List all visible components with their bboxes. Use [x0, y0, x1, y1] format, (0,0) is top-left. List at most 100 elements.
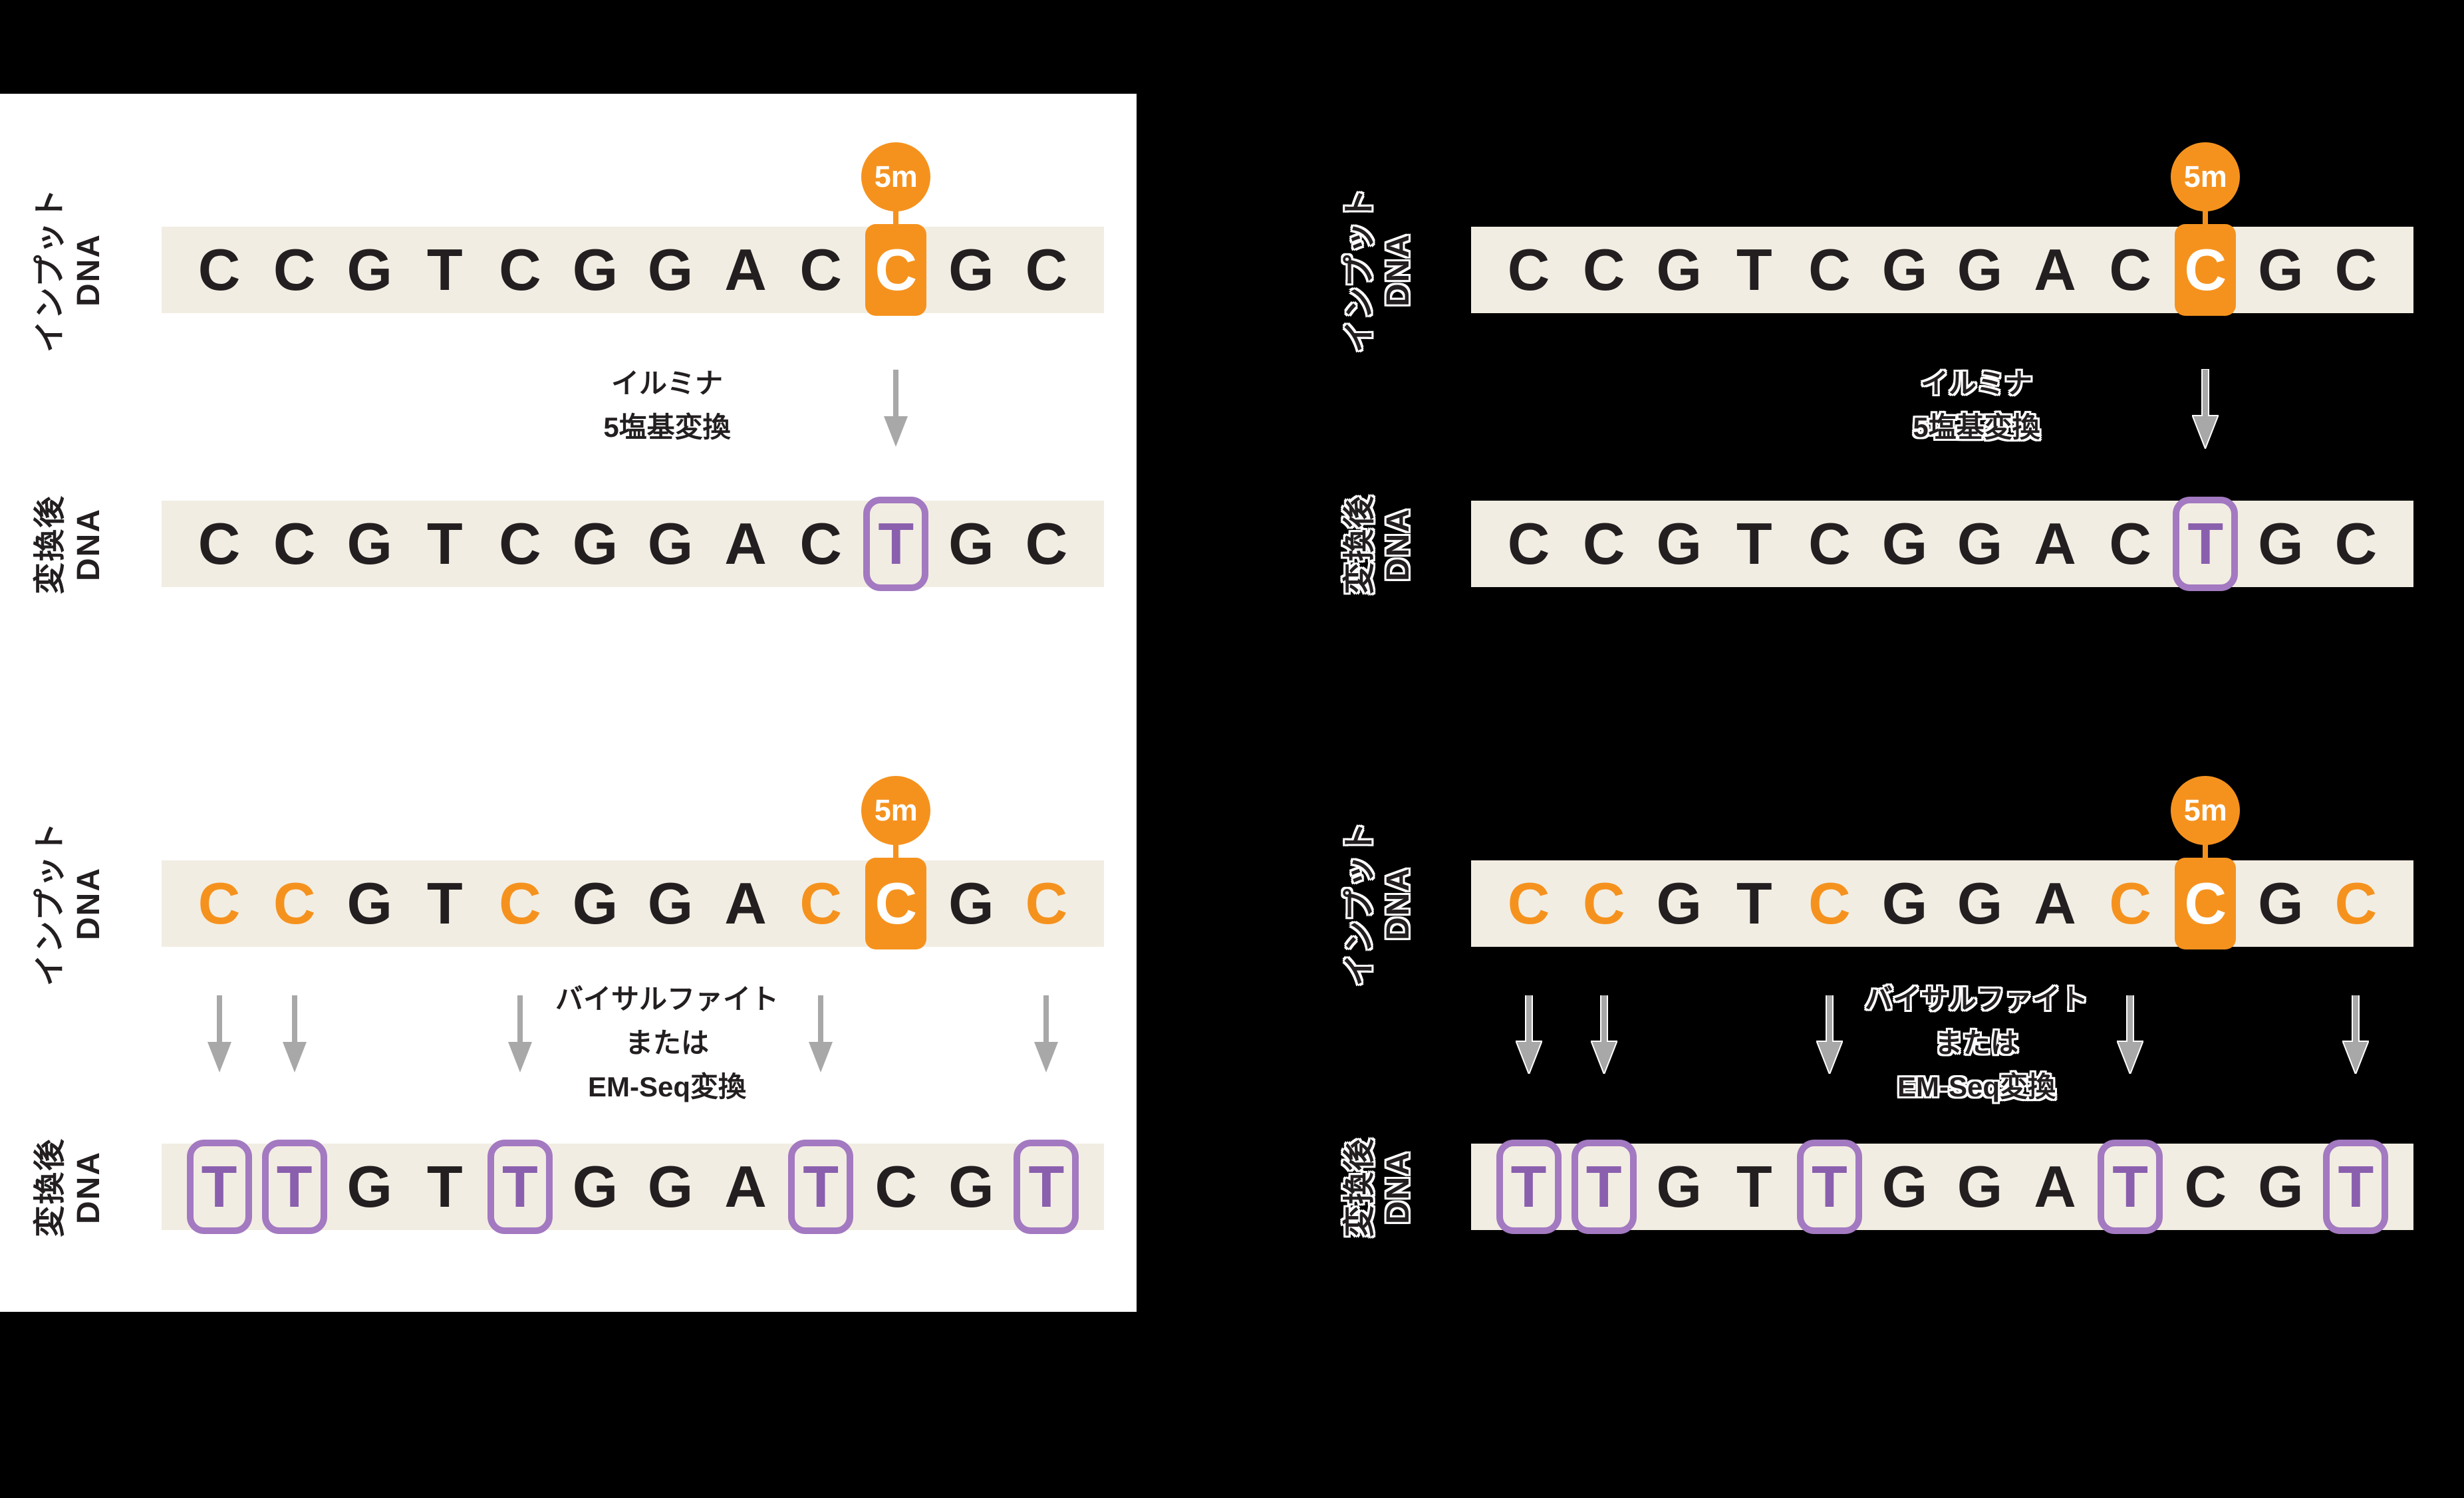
base-cell: G 5m	[1942, 1144, 2017, 1230]
badge-stem	[2203, 840, 2209, 866]
row-label-line1: インプット	[33, 187, 68, 353]
base-letter: T	[1736, 237, 1772, 303]
bisulfite-arrow-row	[162, 995, 1104, 1074]
base-cell: G 5m	[557, 1144, 632, 1230]
base-cell: A 5m	[2018, 1144, 2093, 1230]
base-letter: C	[1808, 237, 1851, 303]
down-arrow-icon	[2117, 995, 2144, 1074]
base-letter: G	[1881, 511, 1928, 576]
bisulfite-arrow-row	[1471, 995, 2413, 1074]
highlight-box	[2098, 1140, 2163, 1234]
base-cell: C 5m	[1491, 227, 1566, 313]
base-cell: T 5m	[2168, 497, 2243, 591]
method-line2: 5塩基変換	[1913, 412, 2040, 443]
base-letter: C	[875, 237, 918, 303]
base-cell: T 5m	[482, 1140, 557, 1234]
highlight-box	[1571, 1140, 1637, 1234]
base-letter: T	[276, 1154, 313, 1219]
arrow-cell	[1792, 369, 1867, 449]
base-letter: G	[1656, 1154, 1702, 1219]
row-label-line2: DNA	[71, 508, 106, 582]
base-letter: C	[1025, 511, 1068, 576]
base-letter: G	[1881, 237, 1928, 303]
base-letter: A	[724, 237, 767, 303]
base-letter: C	[499, 237, 541, 303]
base-letter: G	[647, 511, 694, 576]
row-label-line2: DNA	[71, 1151, 106, 1225]
row-label-line1: インプット	[33, 820, 68, 987]
method-line1: バイサルファイト	[555, 983, 779, 1015]
base-letter: C	[2109, 237, 2151, 303]
base-cell: T 5m	[182, 1140, 257, 1234]
base-cell: G 5m	[632, 1144, 708, 1230]
base-letter: T	[501, 1154, 538, 1219]
base-cell: T 5m	[407, 227, 482, 313]
down-arrow-icon	[282, 995, 307, 1072]
arrow-cell	[783, 995, 859, 1074]
base-cell: C 5m	[1566, 227, 1641, 313]
badge-circle: 5m	[861, 776, 931, 845]
base-letter: G	[346, 511, 392, 576]
base-letter: G	[2258, 237, 2304, 303]
base-cell: T 5m	[1009, 1140, 1084, 1234]
method-line3: EM-Seq変換	[1897, 1071, 2056, 1102]
base-letter: T	[1736, 511, 1772, 576]
base-cell: G 5m	[1867, 860, 1942, 947]
base-letter: G	[1957, 237, 2003, 303]
arrow-cell	[1009, 995, 1084, 1074]
base-cell: G 5m	[557, 227, 632, 313]
down-arrow-icon	[2342, 995, 2370, 1074]
base-letter: T	[426, 237, 463, 303]
base-cell: C 5m	[1792, 860, 1867, 947]
base-letter: G	[346, 1154, 392, 1219]
base-letter: C	[1808, 870, 1851, 936]
row-label-input-dna: インプット DNA	[31, 187, 108, 353]
base-letter: T	[1510, 1154, 1547, 1219]
base-letter: C	[2184, 870, 2227, 936]
arrow-cell	[859, 995, 934, 1074]
highlight-box	[1796, 1140, 1862, 1234]
base-cell: C 5m	[182, 227, 257, 313]
method-line1: イルミナ	[1920, 368, 2033, 399]
base-letter: C	[198, 870, 241, 936]
base-cell: A 5m	[2018, 227, 2093, 313]
arrow-cell	[332, 995, 407, 1074]
row-label-line2: DNA	[1381, 508, 1416, 582]
down-arrow-icon	[1816, 995, 1843, 1074]
base-letter: A	[2034, 870, 2076, 936]
method-line1: バイサルファイト	[1864, 983, 2089, 1015]
base-cell: G 5m	[1867, 501, 1942, 587]
base-letter: G	[948, 511, 994, 576]
badge-circle: 5m	[2171, 776, 2241, 845]
base-cell: T 5m	[1716, 227, 1792, 313]
arrow-cell	[2243, 995, 2318, 1074]
base-cell: C 5m	[257, 227, 332, 313]
highlight-box	[865, 858, 927, 949]
base-letter: T	[1736, 1154, 1772, 1219]
base-cell: G 5m	[2243, 227, 2318, 313]
base-cell: C 5m	[859, 1144, 934, 1230]
dna-band-illumina-input: C 5m C 5m G	[162, 142, 1104, 316]
base-letter: G	[346, 870, 392, 936]
down-arrow-icon	[809, 995, 833, 1072]
base-cell: T 5m	[2318, 1140, 2394, 1234]
dna-band-bisulfite-converted: T 5m T 5m G	[1471, 1140, 2413, 1234]
down-arrow-icon	[2192, 369, 2219, 449]
base-cell: C 5m	[2168, 776, 2243, 949]
base-letter: C	[1025, 237, 1068, 303]
dna-band-illumina-converted: C 5m C 5m G	[162, 497, 1104, 591]
dna-band-illumina-converted: C 5m C 5m G	[1471, 497, 2413, 591]
base-cell: C 5m	[1009, 860, 1084, 947]
illumina-method-text: イルミナ 5塩基変換	[1913, 362, 2040, 449]
base-letter: G	[572, 1154, 618, 1219]
row-label-converted-dna: 変換後 DNA	[1341, 1138, 1418, 1237]
row-label-input-dna: インプット DNA	[1341, 821, 1418, 987]
base-letter: C	[198, 237, 241, 303]
base-letter: T	[2112, 1154, 2149, 1219]
base-cell: C 5m	[1491, 501, 1566, 587]
base-cell: T 5m	[859, 497, 934, 591]
row-label-input-dna: インプット DNA	[31, 821, 108, 987]
base-cell: T 5m	[1566, 1140, 1641, 1234]
highlight-box	[2175, 224, 2237, 316]
